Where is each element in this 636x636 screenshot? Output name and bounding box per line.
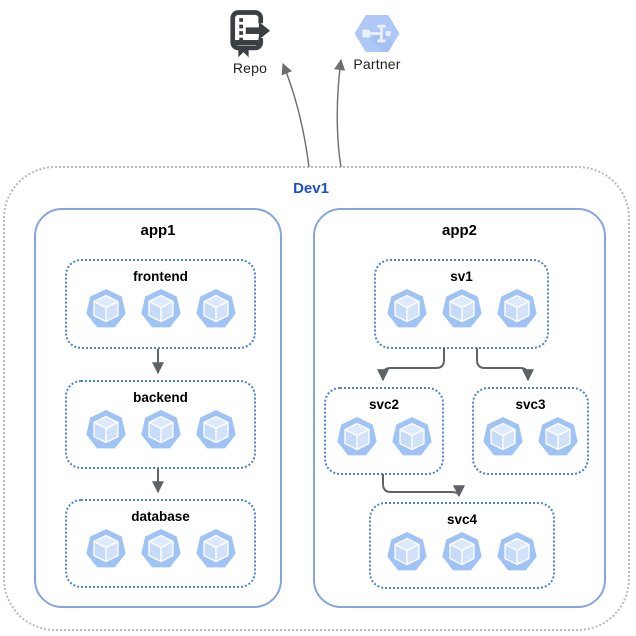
app1-box: app1 frontend backend [34, 208, 282, 608]
pod-icon [85, 529, 126, 568]
pod-icon [538, 417, 578, 456]
pod-icon [195, 289, 236, 328]
app2-title: app2 [441, 222, 477, 239]
pod-icon [140, 529, 181, 568]
backend-pods-row [67, 409, 254, 450]
pod-icon [483, 417, 523, 456]
pod-icon [140, 289, 181, 328]
partner-label: Partner [353, 56, 401, 72]
edge-dev1-repo [281, 62, 310, 168]
app2-box: app2 sv1 svc2 [313, 208, 606, 608]
service-frontend: frontend [65, 259, 256, 349]
service-sv1-title: sv1 [450, 269, 473, 284]
pod-icon [386, 289, 427, 328]
frontend-pods-row [67, 288, 254, 329]
svc2-pods-row [326, 416, 442, 457]
svc4-pods-row [371, 531, 553, 572]
service-svc2-title: svc2 [368, 397, 400, 412]
app1-title: app1 [140, 222, 176, 239]
service-svc4-title: svc4 [446, 512, 478, 527]
partner-interconnect-icon [354, 14, 400, 53]
pod-icon [140, 410, 181, 449]
pod-icon [391, 417, 432, 456]
pod-icon [85, 289, 126, 328]
sv1-pods-row [376, 288, 547, 329]
service-svc4: svc4 [369, 502, 555, 589]
edge-dev1-partner [334, 58, 346, 168]
dev1-cluster: Dev1 [3, 166, 630, 631]
pod-icon [336, 417, 377, 456]
service-svc3-title: svc3 [515, 397, 546, 412]
pod-icon [441, 289, 482, 328]
pod-icon [195, 410, 236, 449]
dev1-label: Dev1 [293, 180, 329, 197]
repo-node: Repo [226, 9, 274, 76]
service-sv1: sv1 [374, 259, 549, 349]
pod-icon [195, 529, 236, 568]
repo-label: Repo [232, 60, 268, 76]
database-pods-row [67, 528, 254, 569]
pod-icon [442, 532, 482, 571]
pod-icon [387, 532, 427, 571]
service-backend-title: backend [133, 390, 188, 405]
service-frontend-title: frontend [133, 269, 188, 284]
service-svc3: svc3 [472, 387, 589, 475]
pod-icon [85, 410, 126, 449]
service-database: database [65, 499, 256, 588]
partner-node: Partner [349, 14, 405, 72]
pod-icon [497, 532, 537, 571]
svc3-pods-row [474, 416, 587, 457]
service-database-title: database [131, 509, 190, 524]
service-svc2: svc2 [324, 387, 444, 475]
service-backend: backend [65, 380, 256, 469]
pod-icon [496, 289, 537, 328]
repo-book-export-icon [230, 10, 271, 58]
